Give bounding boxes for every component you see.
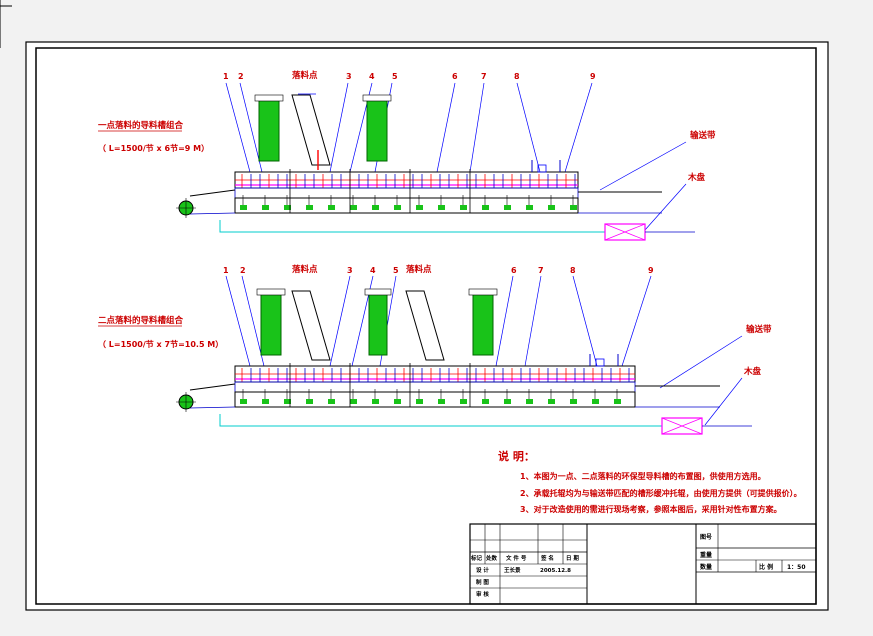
window-corner bbox=[0, 0, 12, 48]
note-2: 2、承载托辊均为与输送带匹配的槽形缓冲托辊，由使用方提供（可提供报价）。 bbox=[520, 488, 802, 498]
callout-number-1: 1 bbox=[223, 266, 229, 275]
callout-number-9: 9 bbox=[648, 266, 654, 275]
diagram1-spec: （ L=1500/节 x 6节=9 M） bbox=[98, 143, 209, 153]
callout-number-6: 6 bbox=[452, 72, 458, 81]
callout-number-2: 2 bbox=[240, 266, 246, 275]
note-1: 1、本图为一点、二点落料的环保型导料槽的布置图，供使用方选用。 bbox=[520, 471, 766, 481]
notes-heading: 说 明： bbox=[498, 449, 535, 463]
diagram2-hopper-2 bbox=[368, 292, 388, 356]
tb-weight: 重量 bbox=[700, 551, 712, 559]
diagram1-belt-label: 输送带 bbox=[690, 130, 716, 141]
tb-qty: 数量 bbox=[700, 563, 712, 571]
tb-col-sign: 签 名 bbox=[540, 554, 554, 562]
tb-date: 2005.12.8 bbox=[540, 568, 571, 574]
callout-number-9: 9 bbox=[590, 72, 596, 81]
diagram1-chute bbox=[291, 94, 331, 166]
diagram1-hopper-2 bbox=[366, 98, 388, 162]
diagram1-drop-label: 落料点 bbox=[292, 70, 318, 81]
tb-design: 设 计 bbox=[476, 566, 489, 574]
diagram1-title: 一点落料的导料槽组合 bbox=[98, 120, 184, 131]
diagram2-title: 二点落料的导料槽组合 bbox=[98, 315, 184, 326]
diagram2-callout-numbers: 1 2 3 4 5 6 7 8 9 bbox=[223, 266, 654, 275]
diagram2-spec: （ L=1500/节 x 7节=10.5 M） bbox=[98, 339, 223, 349]
diagram2-hopper-3 bbox=[472, 292, 494, 356]
diagram2-chute-2 bbox=[405, 290, 445, 361]
diagram2-wood-label: 木盘 bbox=[743, 366, 762, 377]
title-block bbox=[469, 523, 817, 605]
tb-col-mark: 标记 bbox=[470, 554, 483, 562]
notes: 说 明： 1、本图为一点、二点落料的环保型导料槽的布置图，供使用方选用。 2、承… bbox=[498, 449, 802, 514]
diagram1-wood-label: 木盘 bbox=[687, 172, 706, 183]
diagram2-belt-label: 输送带 bbox=[746, 324, 772, 335]
callout-number-7: 7 bbox=[538, 266, 544, 275]
callout-number-5: 5 bbox=[392, 72, 398, 81]
note-3: 3、对于改造使用的需进行现场考察，参照本图后，采用针对性布置方案。 bbox=[520, 504, 782, 514]
tb-col-date: 日 期 bbox=[566, 554, 579, 562]
callout-number-3: 3 bbox=[347, 266, 353, 275]
diagram2-hopper-1 bbox=[260, 292, 282, 356]
callout-number-3: 3 bbox=[346, 72, 352, 81]
callout-number-4: 4 bbox=[369, 72, 375, 81]
diagram-two-point-drop: 二点落料的导料槽组合 （ L=1500/节 x 7节=10.5 M） 1 2 3 4 5… bbox=[98, 264, 772, 435]
diagram2-drop-label-1: 落料点 bbox=[292, 264, 318, 275]
diagram2-chute-1 bbox=[291, 290, 331, 361]
tb-review: 审 核 bbox=[476, 590, 489, 598]
diagram1-trough bbox=[234, 169, 579, 214]
diagram2-drop-label-2: 落料点 bbox=[406, 264, 432, 275]
tb-col-file: 文 件 号 bbox=[506, 554, 527, 562]
inner-frame bbox=[35, 47, 817, 605]
tb-drawing-no: 图号 bbox=[700, 533, 712, 541]
tb-scale: 1：50 bbox=[787, 564, 806, 571]
diagram1-hopper-1 bbox=[258, 98, 280, 162]
callout-number-7: 7 bbox=[481, 72, 487, 81]
callout-number-1: 1 bbox=[223, 72, 229, 81]
tb-drawing: 制 图 bbox=[476, 578, 489, 586]
callout-number-4: 4 bbox=[370, 266, 376, 275]
callout-number-6: 6 bbox=[511, 266, 517, 275]
callout-number-8: 8 bbox=[514, 72, 520, 81]
diagram2-trough bbox=[234, 363, 636, 408]
title-block-text: 标记 处数 文 件 号 签 名 日 期 设 计 王长景 2005.12.8 制 … bbox=[470, 533, 806, 598]
callout-number-5: 5 bbox=[393, 266, 399, 275]
callout-number-2: 2 bbox=[238, 72, 244, 81]
tb-col-count: 处数 bbox=[485, 554, 498, 562]
tb-scale-label: 比 例 bbox=[759, 563, 773, 571]
callout-number-8: 8 bbox=[570, 266, 576, 275]
tb-designer: 王长景 bbox=[504, 566, 521, 574]
